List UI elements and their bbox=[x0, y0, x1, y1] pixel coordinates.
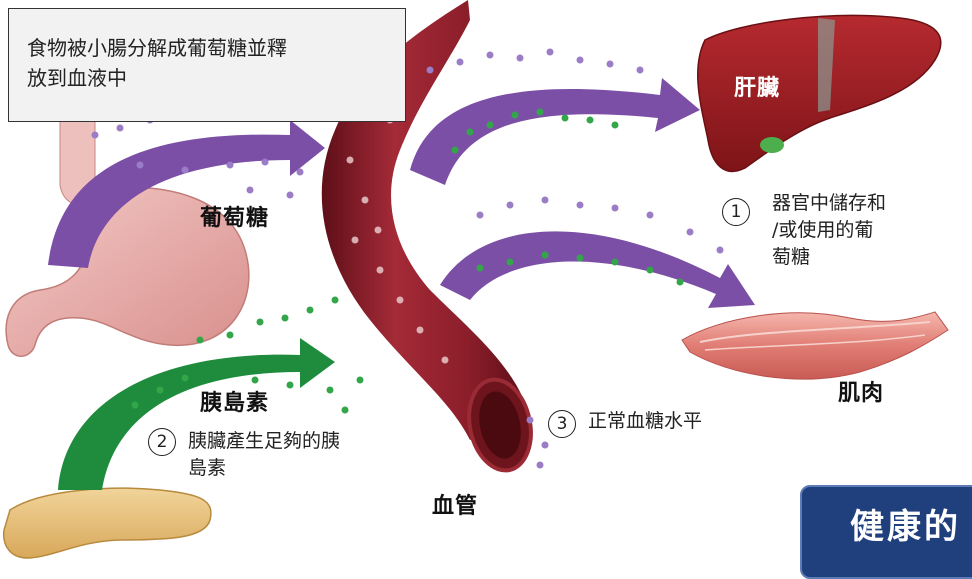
muscle-label: 肌肉 bbox=[838, 375, 884, 407]
pancreas bbox=[4, 488, 211, 558]
step-1-text: 器官中儲存和 /或使用的葡 萄糖 bbox=[772, 190, 886, 271]
glucose-label: 葡萄糖 bbox=[200, 200, 269, 232]
muscle bbox=[682, 312, 948, 379]
callout-line-2: 放到血液中 bbox=[27, 63, 389, 93]
step-1-line-1: 器官中儲存和 bbox=[772, 190, 886, 217]
healthy-banner: 健康的 bbox=[800, 485, 972, 579]
insulin-label: 胰島素 bbox=[200, 385, 269, 417]
step-2-number: 2 bbox=[148, 428, 176, 456]
callout-line-1: 食物被小腸分解成葡萄糖並釋 bbox=[27, 33, 389, 63]
intro-callout: 食物被小腸分解成葡萄糖並釋 放到血液中 bbox=[8, 8, 406, 122]
step-2-line-1: 胰臟產生足夠的胰 bbox=[188, 428, 340, 455]
step-1-line-2: /或使用的葡 bbox=[772, 217, 886, 244]
step-1-line-3: 萄糖 bbox=[772, 244, 886, 271]
step-3-text: 正常血糖水平 bbox=[588, 408, 702, 435]
step-1-number: 1 bbox=[722, 198, 750, 226]
glucose-arrow-vessel-to-liver bbox=[410, 78, 700, 185]
step-3-number: 3 bbox=[548, 410, 576, 438]
step-2-text: 胰臟產生足夠的胰 島素 bbox=[188, 428, 340, 482]
glucose-arrow-vessel-to-muscle bbox=[440, 231, 755, 308]
blood-vessel-label: 血管 bbox=[432, 488, 478, 520]
banner-text: 健康的 bbox=[850, 499, 961, 548]
step-2-line-2: 島素 bbox=[188, 455, 340, 482]
liver-label: 肝臟 bbox=[734, 70, 780, 102]
